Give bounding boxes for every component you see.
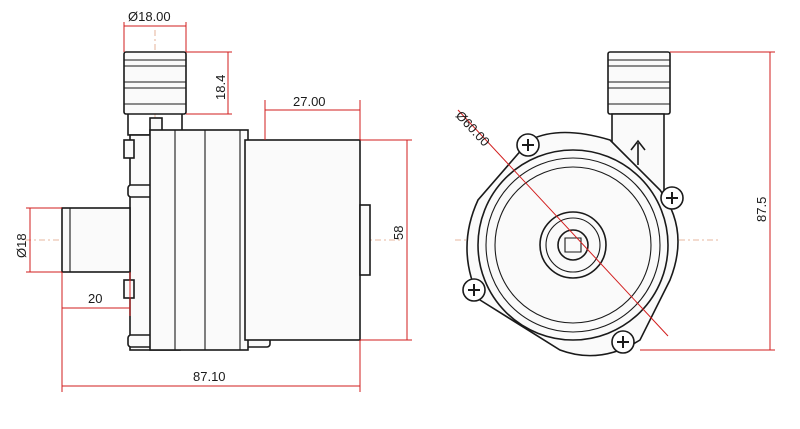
front-view — [455, 51, 720, 357]
side-view-dimensions: Ø18.00 18.4 27.00 58 Ø18 20 87.10 — [14, 9, 412, 392]
total-length-label: 87.10 — [193, 369, 226, 384]
outlet-diameter-label: Ø18.00 — [128, 9, 171, 24]
inlet-length-label: 20 — [88, 291, 102, 306]
pump-housing-side — [123, 129, 271, 351]
screw-head-icon — [660, 186, 684, 210]
pump-housing-front — [466, 131, 679, 357]
side-view — [25, 30, 400, 351]
total-height-label: 87.5 — [754, 197, 769, 222]
screw-head-icon — [611, 330, 635, 354]
screw-head-icon — [462, 278, 486, 302]
up-arrow-icon — [630, 139, 646, 165]
outlet-height-label: 18.4 — [213, 75, 228, 100]
inlet-diameter-label: Ø18 — [14, 233, 29, 258]
housing-diameter-label: Ø60.00 — [453, 108, 493, 149]
motor-body — [244, 139, 371, 341]
screw-head-icon — [516, 133, 540, 157]
inlet-pipe — [61, 207, 131, 273]
motor-length-label: 27.00 — [293, 94, 326, 109]
body-height-label: 58 — [391, 226, 406, 240]
